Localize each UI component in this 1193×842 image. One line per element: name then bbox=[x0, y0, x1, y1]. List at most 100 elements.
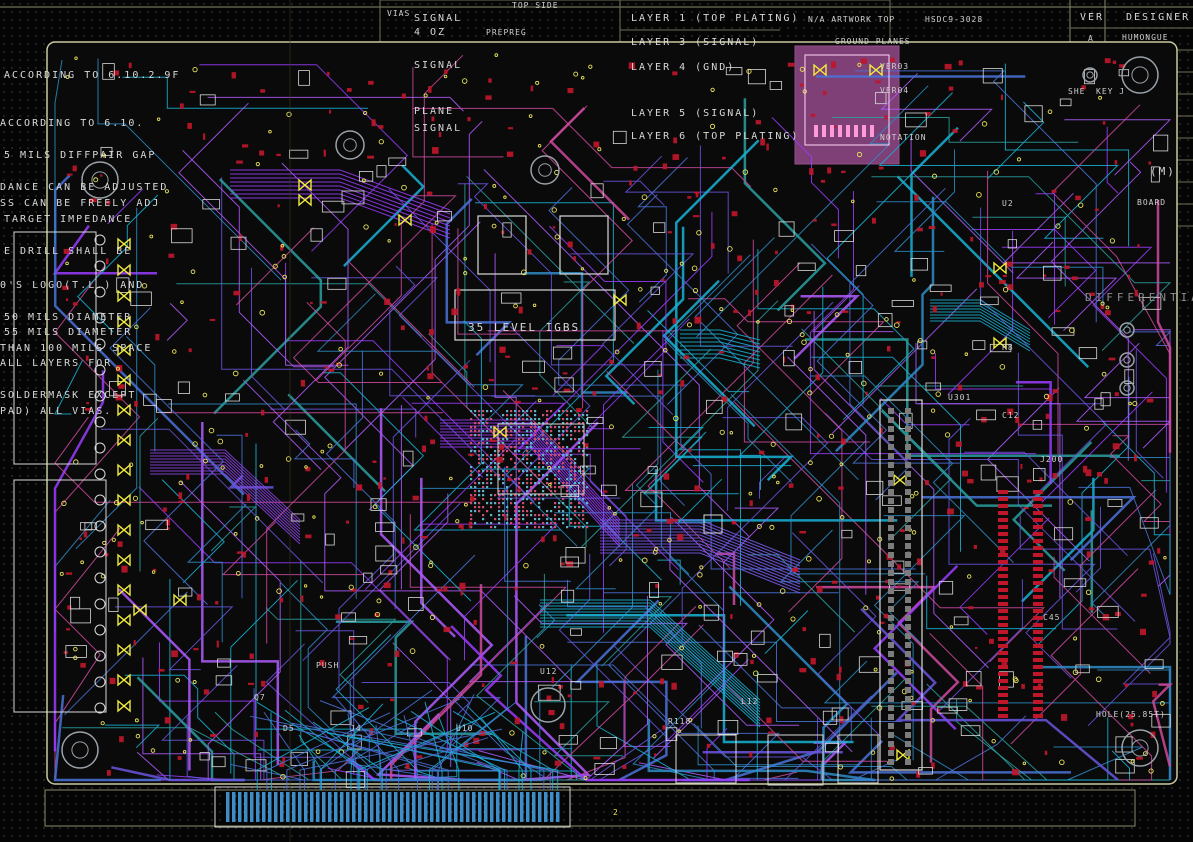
signal-trace bbox=[167, 403, 357, 599]
smd-pad bbox=[310, 301, 313, 305]
bga-pad bbox=[554, 526, 557, 529]
component-silkscreen bbox=[797, 262, 816, 271]
differential-label: DIFFERENTIAL bbox=[1085, 291, 1193, 304]
edge-fanout-trace bbox=[298, 734, 322, 790]
connector-pin bbox=[94, 442, 106, 454]
signal-trace bbox=[54, 416, 473, 503]
smd-pad bbox=[940, 292, 943, 296]
signal-trace bbox=[787, 356, 867, 595]
signal-trace bbox=[504, 466, 571, 582]
component-silkscreen bbox=[1097, 605, 1119, 618]
component-silkscreen bbox=[825, 742, 840, 753]
bga-pad bbox=[566, 434, 569, 437]
bga-pad bbox=[586, 522, 589, 525]
smd-pad bbox=[655, 583, 660, 588]
smd-pad bbox=[662, 725, 666, 730]
smd-pad bbox=[1026, 479, 1032, 483]
component-silkscreen bbox=[976, 409, 996, 421]
smd-pad bbox=[758, 450, 765, 455]
smd-pad bbox=[1081, 85, 1086, 90]
bga-pad bbox=[486, 466, 489, 469]
signal-trace bbox=[270, 408, 417, 438]
via bbox=[790, 616, 796, 622]
stackup-layer-2: 4 OZ bbox=[414, 27, 447, 38]
bga-pad bbox=[490, 418, 493, 421]
component-silkscreen bbox=[1139, 517, 1159, 529]
via bbox=[535, 80, 540, 85]
via bbox=[374, 611, 381, 618]
bga-pad bbox=[534, 410, 537, 413]
edge-fanout-trace bbox=[428, 706, 510, 790]
bga-pad bbox=[518, 522, 521, 525]
via bbox=[151, 570, 156, 574]
smd-pad bbox=[896, 321, 901, 324]
edge-connector-finger bbox=[232, 792, 236, 822]
dimm-pad bbox=[998, 672, 1008, 676]
bga-pad bbox=[530, 494, 533, 497]
bga-pad bbox=[526, 470, 529, 473]
via bbox=[327, 443, 333, 449]
bga-pad bbox=[570, 434, 573, 437]
via bbox=[779, 588, 786, 594]
via bbox=[912, 278, 916, 282]
bga-pad bbox=[474, 434, 477, 437]
header-pin bbox=[888, 732, 894, 738]
bga-pad bbox=[542, 414, 545, 417]
bga-pad bbox=[518, 430, 521, 433]
component-silkscreen bbox=[717, 650, 733, 662]
bga-pad bbox=[490, 438, 493, 441]
signal-trace bbox=[292, 195, 457, 383]
bga-pad bbox=[558, 510, 561, 513]
via bbox=[580, 267, 585, 271]
edge-connector-finger bbox=[556, 792, 560, 822]
bga-pad bbox=[506, 470, 509, 473]
dimm-pad bbox=[998, 574, 1008, 578]
smd-pad bbox=[412, 495, 419, 501]
bus-trace bbox=[600, 525, 801, 567]
component-silkscreen bbox=[558, 735, 578, 745]
mounting-hole bbox=[1082, 67, 1098, 83]
dimm-pad bbox=[1033, 714, 1043, 718]
bga-pad bbox=[522, 470, 525, 473]
component-silkscreen bbox=[388, 157, 407, 166]
bga-pad bbox=[470, 442, 473, 445]
smd-pad bbox=[1037, 683, 1042, 687]
via bbox=[930, 718, 935, 723]
via bbox=[664, 268, 669, 273]
bga-pad bbox=[490, 430, 493, 433]
bga-pad bbox=[550, 438, 553, 441]
smd-pad bbox=[628, 62, 635, 69]
bga-pad bbox=[562, 430, 565, 433]
smd-pad bbox=[367, 155, 375, 159]
via bbox=[280, 243, 285, 248]
bga-pad bbox=[498, 522, 501, 525]
component-silkscreen bbox=[291, 513, 305, 522]
bga-pad bbox=[510, 458, 513, 461]
smd-pad bbox=[760, 138, 766, 146]
header-pin bbox=[905, 462, 911, 468]
edge-connector-finger bbox=[328, 792, 332, 822]
via bbox=[597, 147, 602, 152]
via bbox=[641, 557, 648, 564]
bga-pad bbox=[514, 446, 517, 449]
signal-trace bbox=[910, 136, 1014, 274]
smd-pad bbox=[188, 348, 192, 353]
smd-pad bbox=[823, 90, 827, 96]
smd-pad bbox=[113, 70, 120, 76]
bga-pad bbox=[506, 490, 509, 493]
smd-pad bbox=[106, 770, 111, 776]
header-pin bbox=[888, 561, 894, 567]
refdes-8: J4 bbox=[350, 724, 362, 733]
header-pin bbox=[905, 444, 911, 450]
bga-pad bbox=[506, 514, 509, 517]
smd-pad bbox=[152, 568, 157, 572]
via bbox=[1002, 286, 1009, 293]
signal-trace bbox=[389, 265, 536, 397]
signal-trace bbox=[1035, 193, 1055, 325]
edge-connector-finger bbox=[532, 792, 536, 822]
connector-pin bbox=[94, 546, 106, 558]
via bbox=[697, 572, 703, 578]
bga-pad bbox=[494, 458, 497, 461]
